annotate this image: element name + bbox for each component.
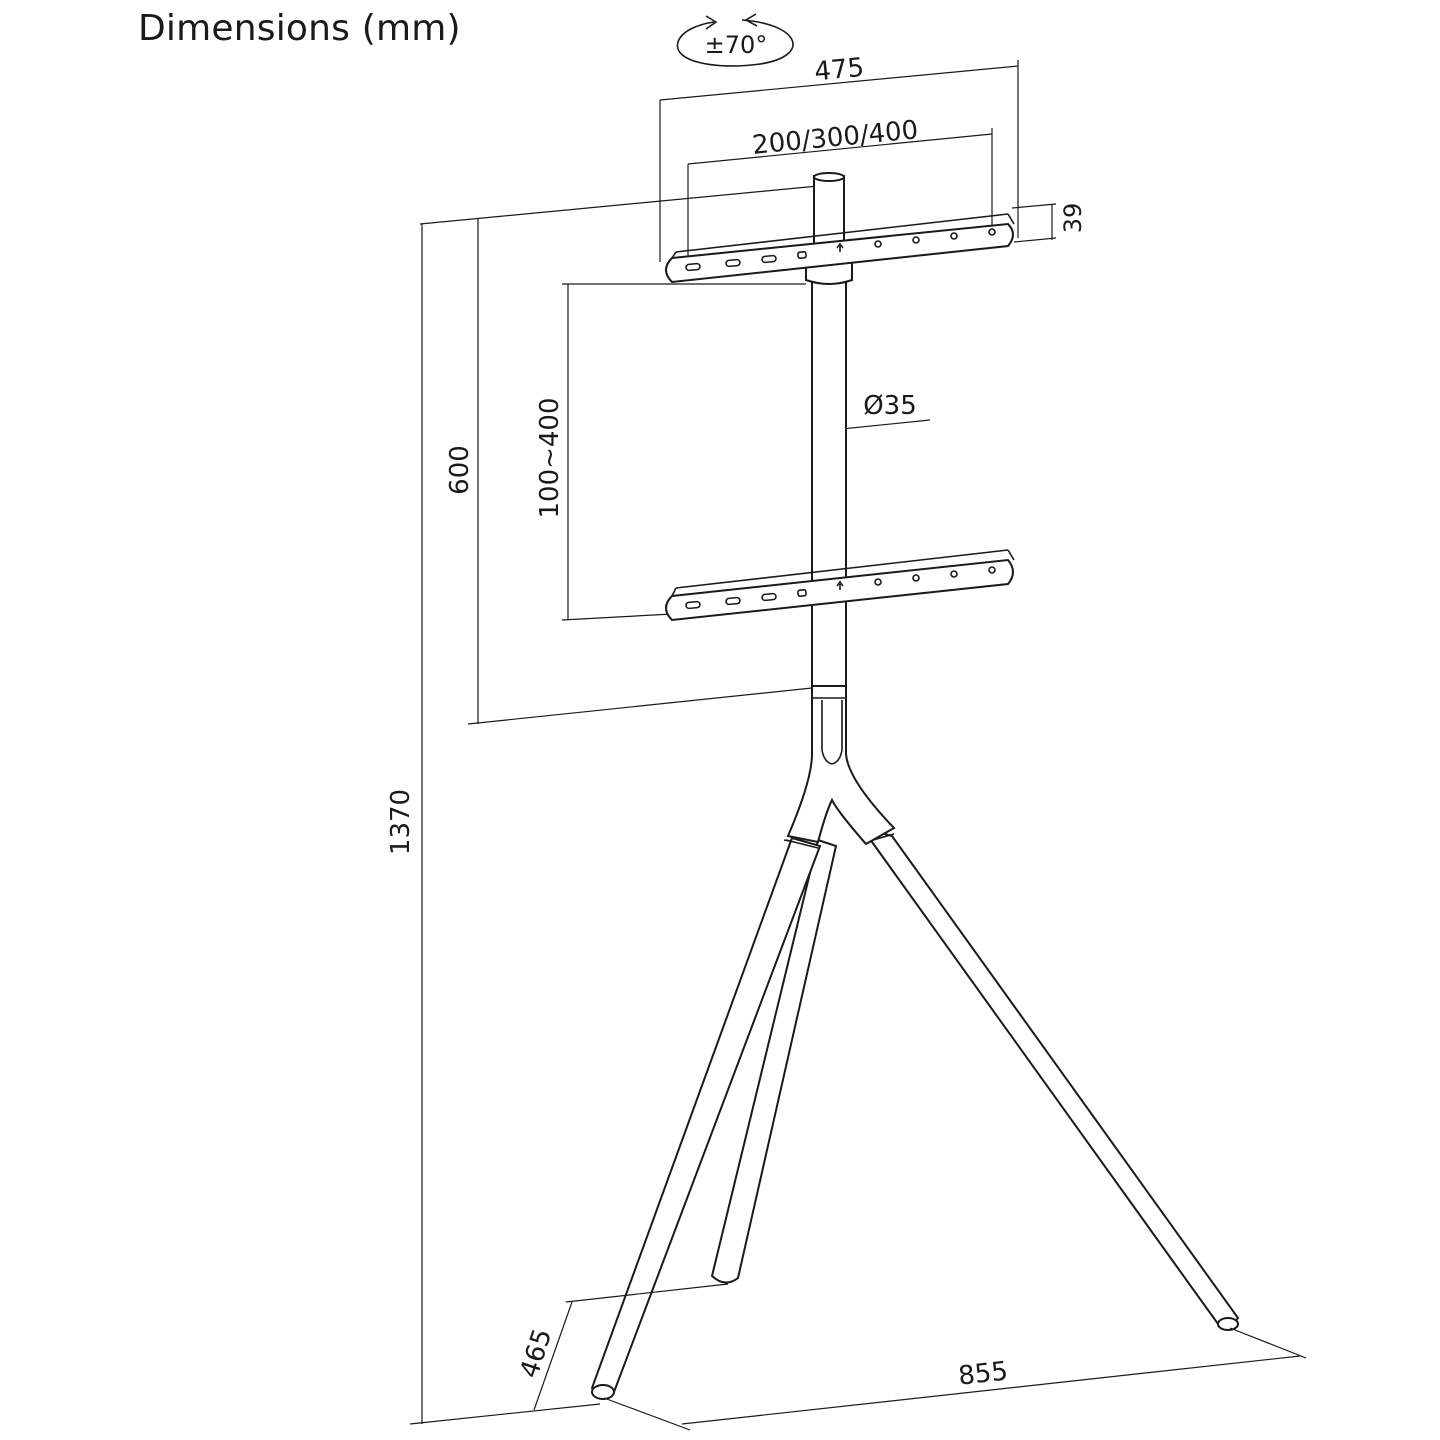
up-arrow-icon	[836, 580, 844, 590]
rotation-arrow-icon	[676, 19, 794, 67]
page-title: Dimensions (mm)	[138, 8, 461, 49]
total-height-label: 1370	[386, 789, 416, 855]
rotation-label: ±70°	[705, 31, 768, 59]
pole-collar	[805, 261, 853, 285]
mount-height-dimension: 600	[445, 218, 813, 725]
vesa-width-dimension: 200/300/400	[687, 115, 993, 268]
right-leg	[859, 826, 1240, 1331]
vesa-height-label: 100~400	[535, 397, 565, 518]
up-arrow-icon	[836, 242, 844, 252]
base-width-dimension: 855	[603, 1327, 1307, 1431]
pole	[805, 172, 853, 687]
rotation-indicator: ±70°	[676, 13, 794, 67]
base-depth-dimension: 465	[514, 1283, 729, 1411]
vesa-width-label: 200/300/400	[751, 115, 919, 161]
pole-diameter-label: Ø35	[863, 391, 917, 421]
leg-yoke	[786, 685, 896, 846]
lower-mounting-plate	[665, 549, 1015, 622]
front-left-leg	[590, 836, 822, 1400]
rotation-arrowhead-icon	[705, 15, 718, 30]
base-depth-label: 465	[514, 1325, 558, 1381]
plate-height-label: 39	[1059, 203, 1087, 234]
vesa-height-dimension: 100~400	[535, 283, 806, 621]
base-width-label: 855	[957, 1356, 1010, 1391]
total-height-dimension: 1370	[386, 185, 819, 1425]
pole-tube	[811, 271, 847, 687]
plate-height-dimension: 39	[1011, 203, 1087, 243]
upper-mounting-plate	[665, 213, 1015, 284]
rotation-arrowhead-icon	[744, 13, 758, 27]
plate-width-label: 475	[813, 53, 865, 88]
plate-width-dimension: 475	[659, 53, 1019, 262]
mount-height-label: 600	[445, 445, 475, 495]
